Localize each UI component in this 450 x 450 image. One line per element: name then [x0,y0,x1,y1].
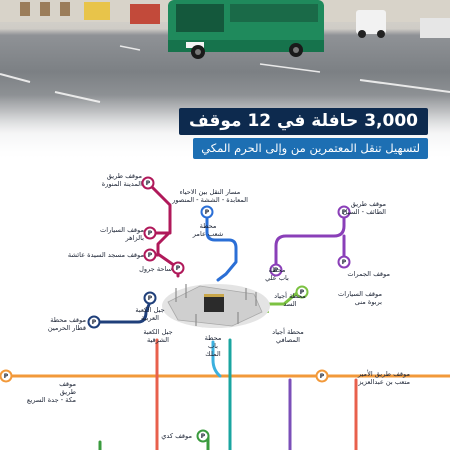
pin-letter: P [146,180,151,187]
pin-letter: P [274,267,279,274]
pin-letter: P [176,265,181,272]
pin-letter: P [148,252,153,259]
pin-letter: P [300,289,305,296]
parking-pin-icon [141,176,155,190]
grand-mosque-icon [162,284,270,328]
label-jarwal: ساحة جرول [139,265,172,273]
purple-line [274,210,346,272]
parking-pin-icon [337,255,351,269]
pin-letter: P [92,319,97,326]
pin-letter: P [4,373,9,380]
parking-pin-icon [295,285,309,299]
pin-letter: P [320,373,325,380]
parking-pin-icon [0,369,13,383]
parking-pin-icon [200,205,214,219]
parking-pin-icon [143,291,157,305]
pin-letter: P [342,259,347,266]
navy-line [98,300,152,324]
pin-letter: P [148,230,153,237]
parking-pin-icon [87,315,101,329]
parking-pin-icon [269,263,283,277]
parking-pin-icon [143,248,157,262]
parking-pin-icon [196,429,210,443]
bus-street-illustration [0,0,450,103]
parking-pin-icon [143,226,157,240]
pin-letter: P [205,209,210,216]
label-kudai: موقف كدي [161,432,192,440]
headline-banner: 3,000 حافلة في 12 موقف [178,108,428,135]
label-aisha-mosque: موقف مسجد السيدة عائشة [67,251,144,259]
parking-pin-icon [315,369,329,383]
subheadline-banner: لتسهيل تنقل المعتمرين من وإلى الحرم المك… [193,138,428,159]
parking-pin-icon [337,205,351,219]
pin-letter: P [201,433,206,440]
label-jamarat: موقف الجمرات [347,270,390,278]
pin-letter: P [148,295,153,302]
lightblue-line [211,340,222,378]
parking-pin-icon [171,261,185,275]
pin-letter: P [342,209,347,216]
blue-line [205,210,238,282]
